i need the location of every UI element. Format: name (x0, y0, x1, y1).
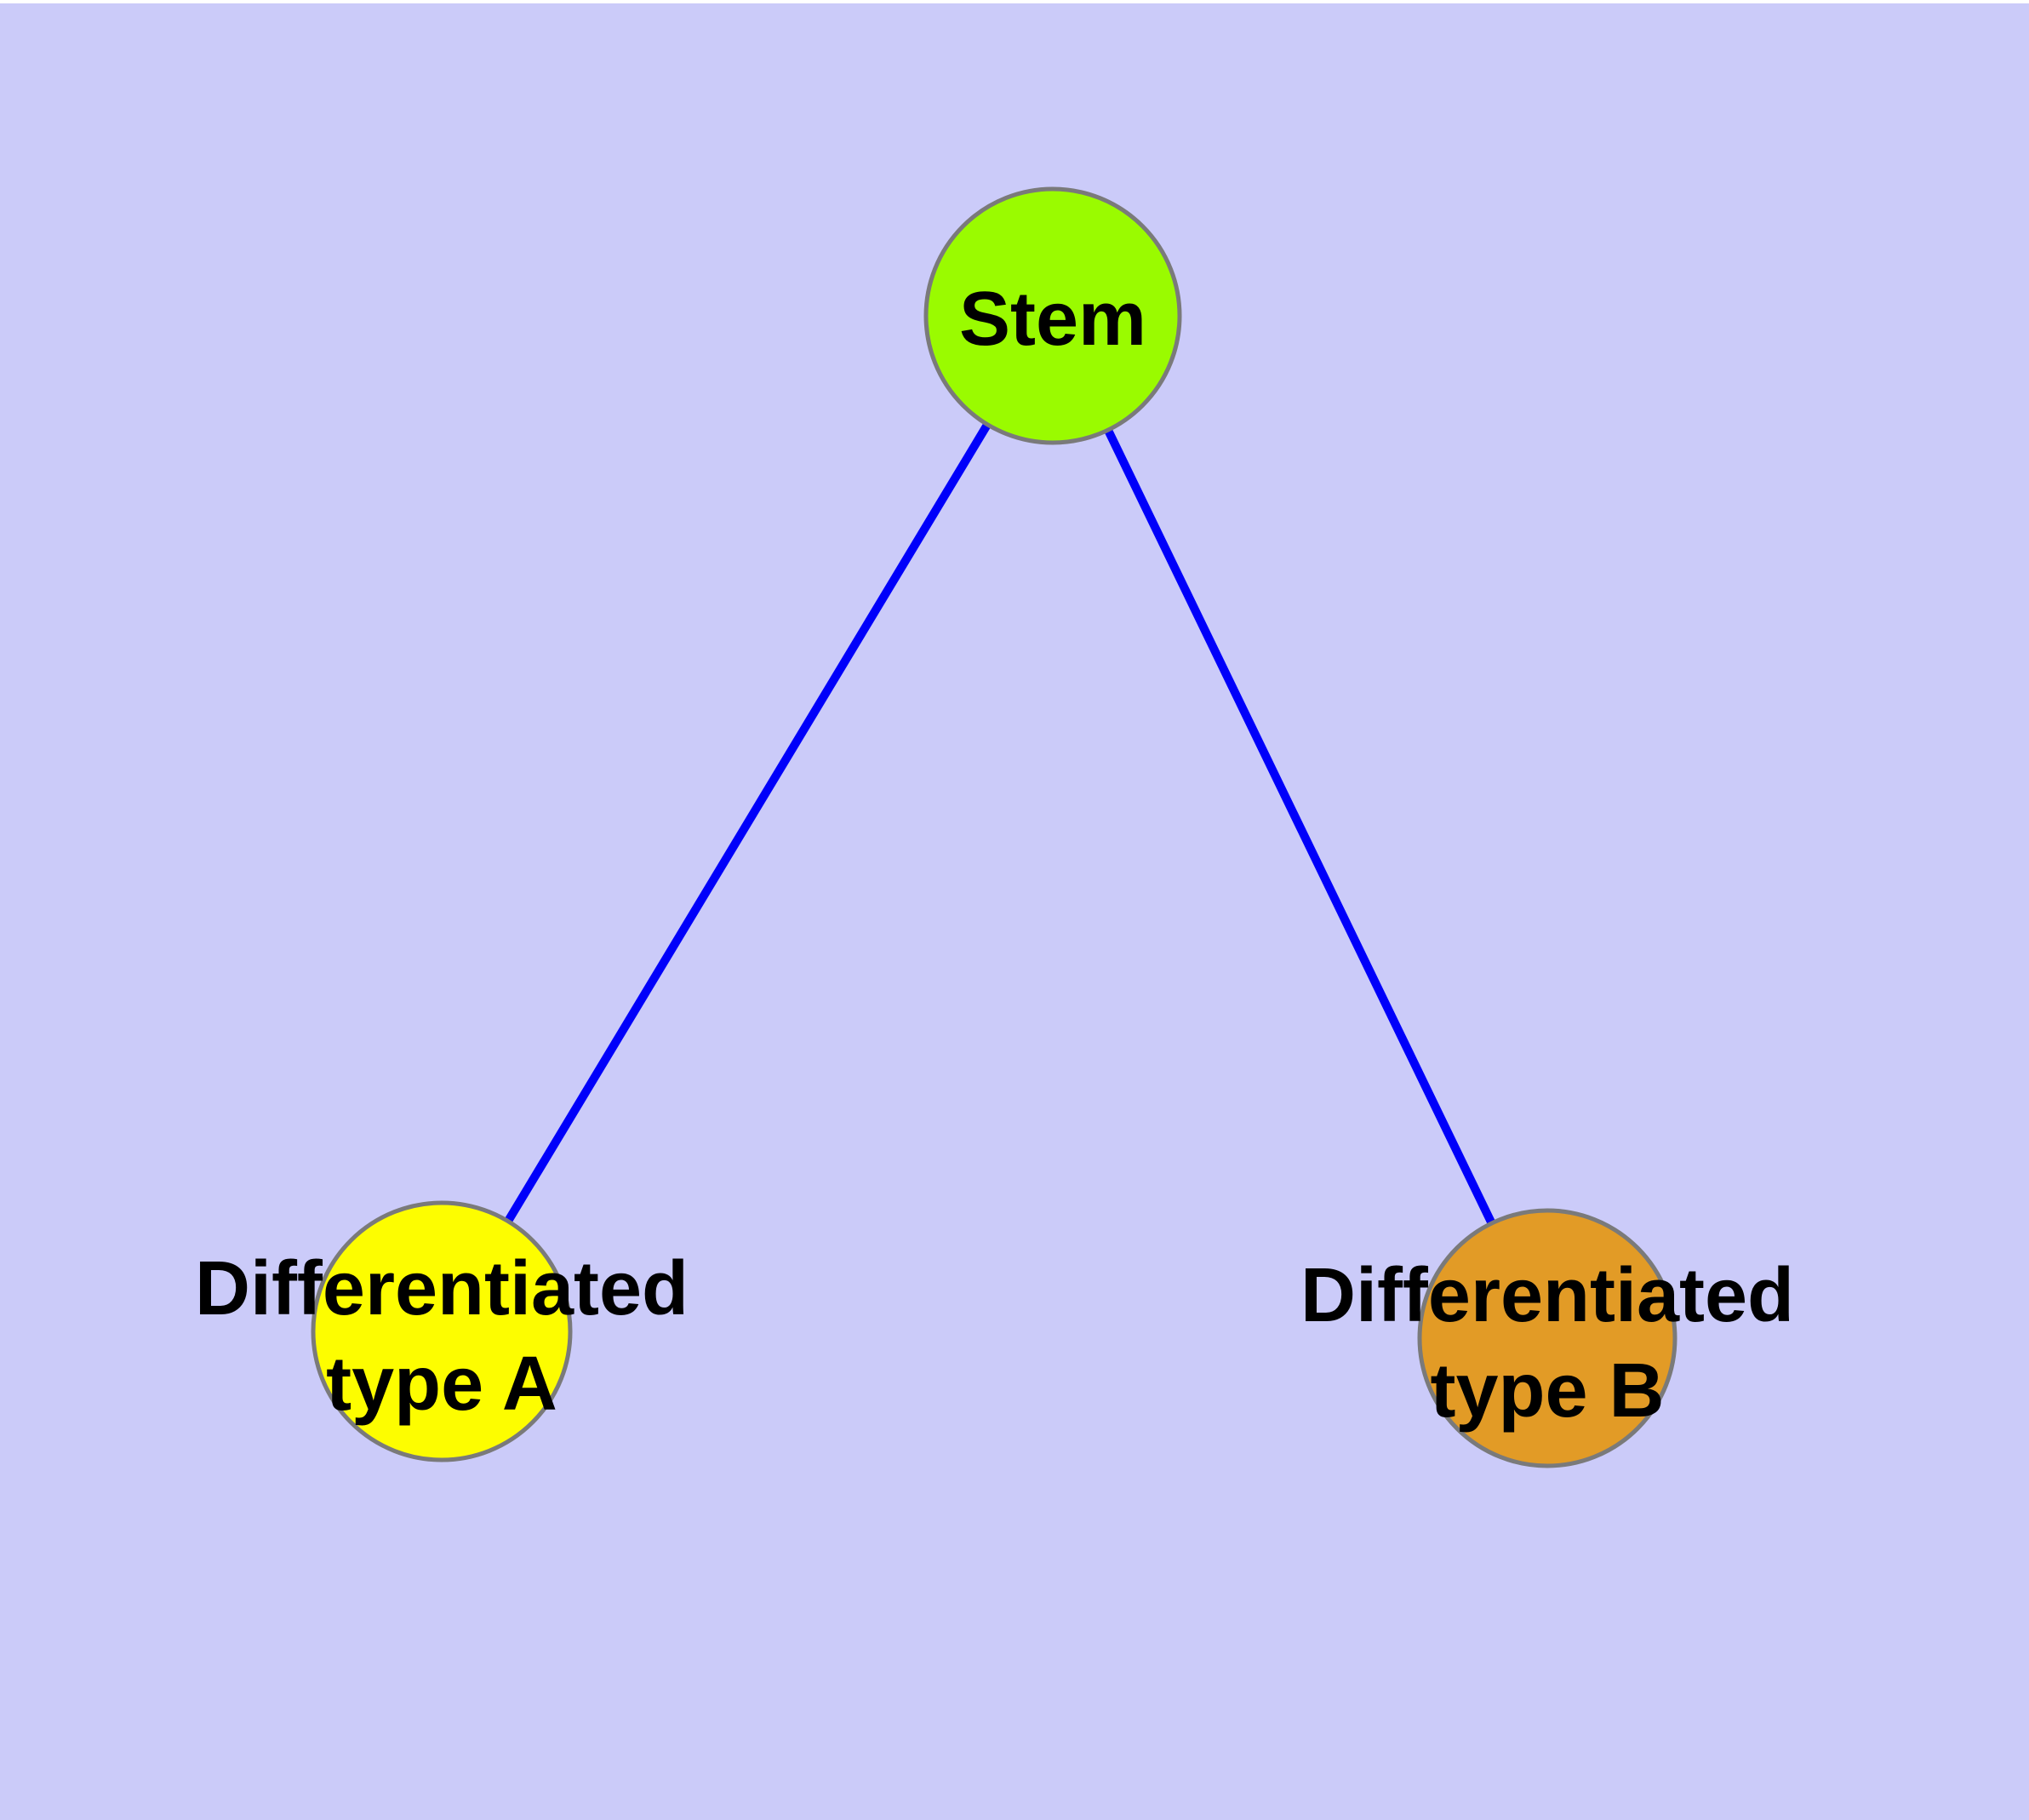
node-type-a-circle (311, 1200, 573, 1462)
edge-stem-to-type-b (1049, 313, 1552, 1341)
node-type-a-label-line2: type A (326, 1342, 557, 1427)
node-type-b-label-line2: type B (1430, 1348, 1664, 1434)
top-margin-strip (0, 0, 2029, 3)
node-stem-label: Stem (959, 277, 1146, 362)
node-type-b-circle (1417, 1208, 1677, 1468)
node-stem: Stem (923, 186, 1182, 445)
node-type-b-label-line1: Differentiated (1300, 1253, 1794, 1338)
edge-stem-to-type-a (437, 313, 1057, 1334)
node-stem-circle (923, 186, 1182, 445)
node-differentiated-type-a: Differentiated type A (195, 1200, 689, 1462)
node-type-a-label-line1: Differentiated (195, 1246, 689, 1331)
node-differentiated-type-b: Differentiated type B (1300, 1208, 1794, 1468)
